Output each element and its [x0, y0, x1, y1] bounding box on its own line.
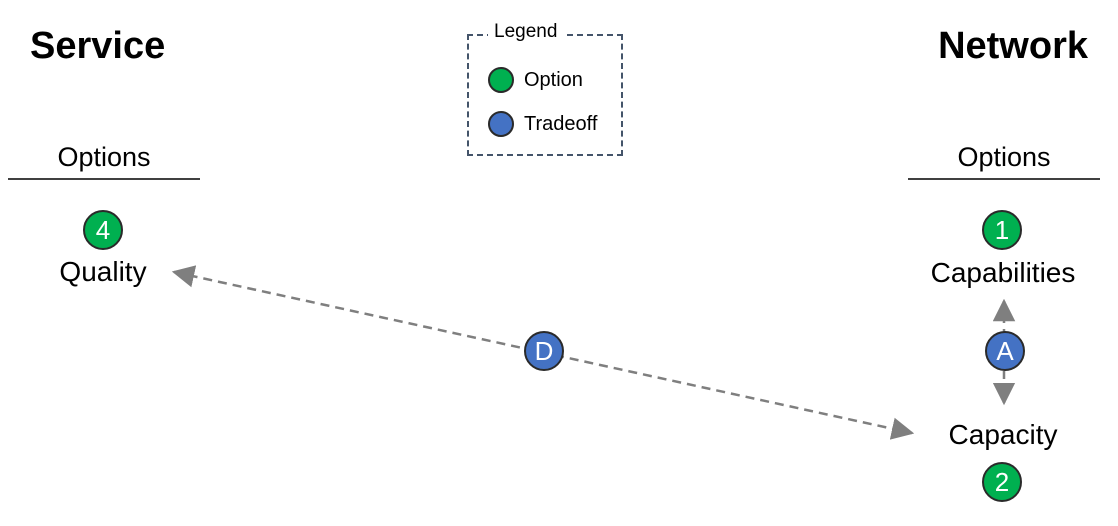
service-options-divider	[8, 178, 200, 180]
legend-option-swatch	[488, 67, 514, 93]
option-badge-capabilities: 1	[982, 210, 1022, 250]
service-heading: Service	[30, 25, 166, 67]
legend-option-label: Option	[524, 69, 583, 91]
legend-title: Legend	[488, 20, 564, 44]
option-label-quality: Quality	[59, 256, 147, 287]
legend-tradeoff-swatch	[488, 111, 514, 137]
legend-tradeoff-label: Tradeoff	[524, 113, 598, 135]
option-badge-quality: 4	[83, 210, 123, 250]
option-label-capacity: Capacity	[948, 419, 1058, 450]
service-options-title: Options	[57, 142, 151, 172]
tradeoff-badge-a: A	[985, 331, 1025, 371]
option-label-capabilities: Capabilities	[930, 257, 1076, 288]
network-options-title: Options	[957, 142, 1051, 172]
tradeoff-badge-d: D	[524, 331, 564, 371]
option-badge-capacity: 2	[982, 462, 1022, 502]
network-options-divider	[908, 178, 1100, 180]
network-heading: Network	[938, 25, 1088, 67]
legend-box	[467, 34, 623, 156]
